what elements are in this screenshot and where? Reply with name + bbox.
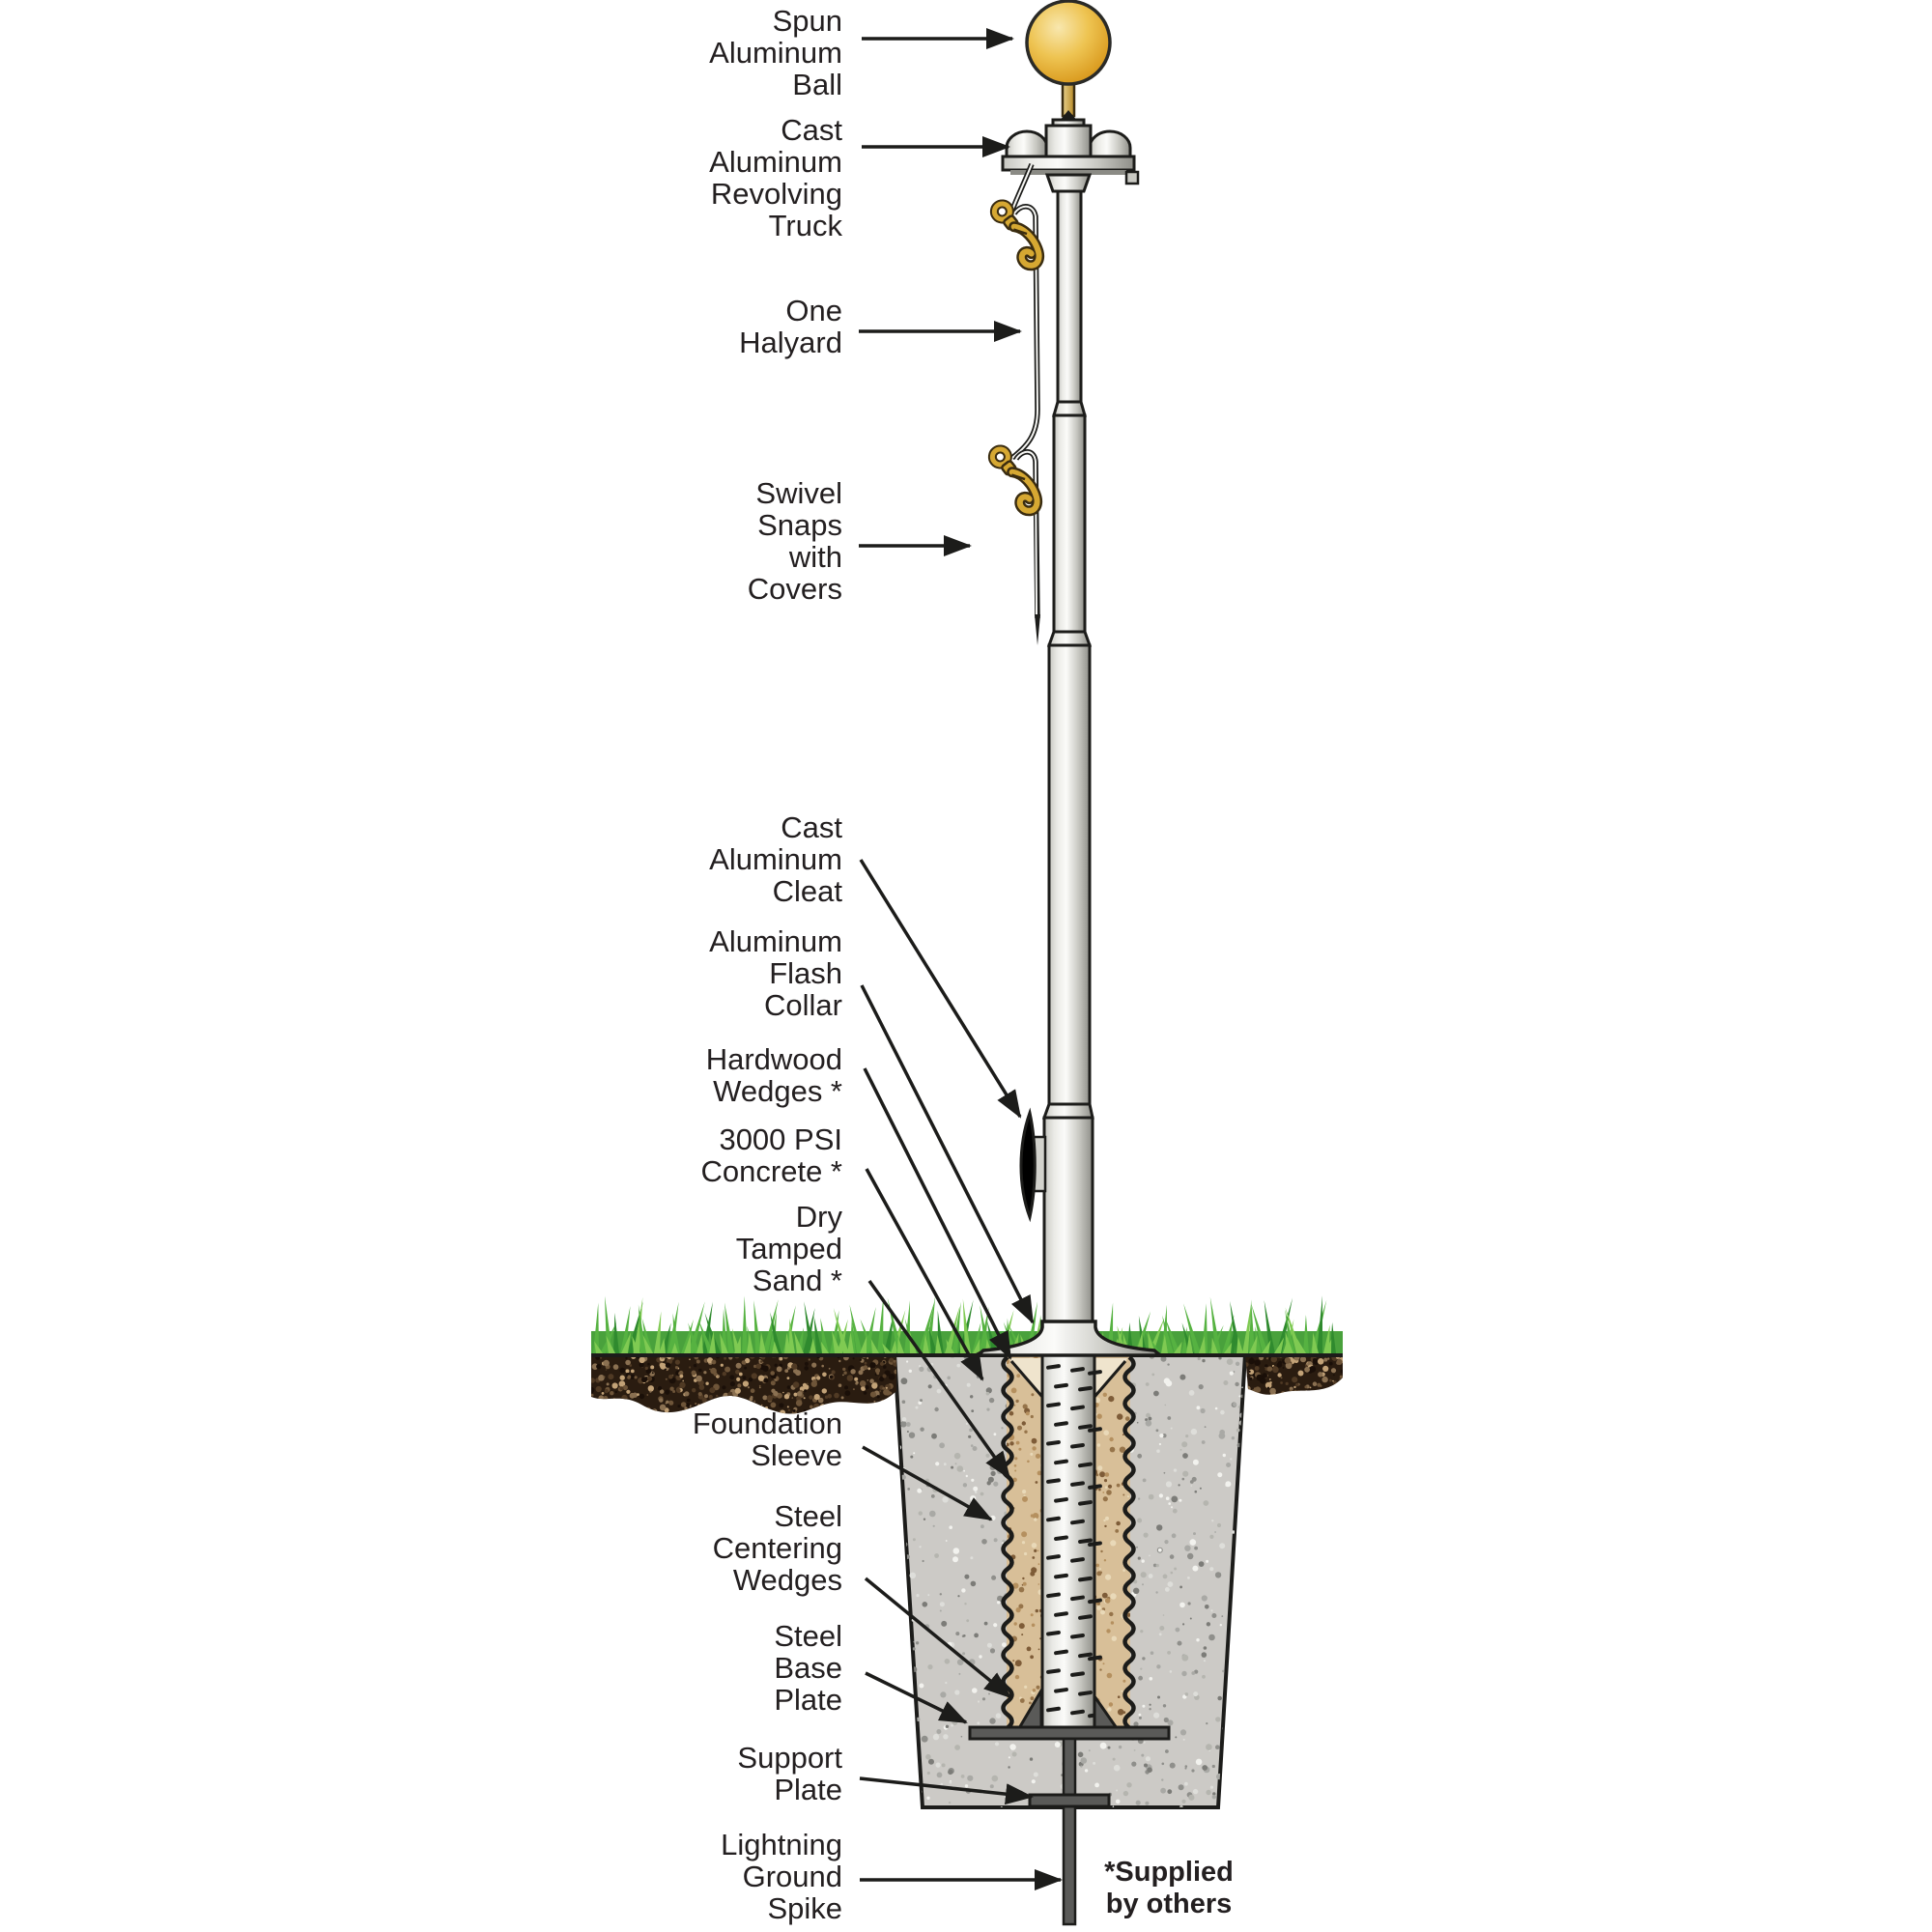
label-support-plate: Support Plate [737, 1741, 842, 1806]
label-3000-psi-concrete: 3000 PSI Concrete * [700, 1122, 842, 1188]
label-aluminum-flash-collar: Aluminum Flash Collar [709, 924, 842, 1022]
swivel-snap-icon [989, 199, 1045, 271]
pole-underground-dashes [1046, 1364, 1102, 1719]
footnote-supplied-by-others: *Supplied by others [1104, 1857, 1234, 1919]
truck-flange-shadow [1010, 170, 1126, 175]
label-lightning-ground-spike: Lightning Ground Spike [721, 1828, 842, 1925]
grass [591, 1295, 1343, 1353]
label-foundation-sleeve: Foundation Sleeve [692, 1406, 842, 1472]
label-steel-base-plate: Steel Base Plate [774, 1619, 842, 1717]
grass-blades [593, 1295, 1336, 1353]
foundation-sleeve-right [1122, 1355, 1136, 1730]
flagpole-shaft [1041, 189, 1094, 1332]
arrow-support-plate [859, 1776, 1034, 1805]
truck-flange [1001, 155, 1136, 172]
pole-section-2 [1052, 413, 1087, 634]
spun-aluminum-ball [1025, 0, 1112, 86]
halyard-core [1015, 450, 1037, 615]
label-steel-centering-wedges: Steel Centering Wedges [712, 1499, 842, 1597]
soil-texture [591, 1354, 896, 1414]
pole-joint-1 [1052, 400, 1087, 417]
arrow-sand [867, 1279, 1011, 1480]
wedge-edge [1093, 1360, 1127, 1398]
arrow-concrete [865, 1168, 984, 1381]
label-dry-tamped-sand: Dry Tamped Sand * [735, 1200, 842, 1297]
arrow-sleeve [862, 1445, 993, 1521]
arrow-centering-wedges [864, 1577, 1012, 1699]
truck-lobe-right [1088, 129, 1132, 160]
pole-section-4 [1042, 1116, 1094, 1332]
pole-section-1 [1056, 189, 1083, 404]
arrow-hardwood-wedges [863, 1067, 1012, 1360]
label-spun-aluminum-ball: Spun Aluminum Ball [709, 4, 842, 101]
swivel-snap-icon [987, 444, 1043, 517]
pole-section-3 [1047, 643, 1092, 1106]
lightning-ground-spike [1062, 1737, 1077, 1926]
cast-aluminum-cleat [1019, 1107, 1047, 1223]
truck-pulley-nub [1124, 170, 1140, 185]
aluminum-flash-collar [973, 1320, 1165, 1357]
arrow-flash-collar [860, 984, 1035, 1324]
support-plate [1028, 1793, 1111, 1808]
halyard [1009, 162, 1040, 645]
soil-left [591, 1354, 896, 1414]
cleat-body [1019, 1107, 1037, 1223]
halyard-end [1035, 614, 1040, 645]
cast-aluminum-revolving-truck [1001, 81, 1140, 193]
truck-body [1044, 124, 1093, 160]
label-revolving-truck: Cast Aluminum Revolving Truck [709, 113, 842, 242]
steel-base-plate [968, 1725, 1171, 1741]
arrow-cleat [859, 859, 1022, 1119]
label-swivel-snaps: Swivel Snaps with Covers [747, 476, 842, 606]
pole-joint-3 [1041, 1102, 1094, 1120]
truck-lobe-left [1005, 129, 1049, 160]
label-cast-aluminum-cleat: Cast Aluminum Cleat [709, 810, 842, 908]
pole-joint-2 [1046, 630, 1093, 647]
arrow-base-plate [865, 1671, 968, 1724]
soil-right [1245, 1354, 1343, 1395]
hardwood-wedges [1009, 1358, 1127, 1398]
label-one-halyard: One Halyard [739, 294, 842, 359]
label-hardwood-wedges: Hardwood Wedges * [705, 1042, 842, 1108]
halyard-core [1011, 205, 1039, 459]
foundation-sleeve-left [1001, 1355, 1014, 1730]
wedge-edge [1009, 1360, 1044, 1398]
leader-arrows [859, 28, 1063, 1890]
truck-neck [1044, 173, 1093, 193]
